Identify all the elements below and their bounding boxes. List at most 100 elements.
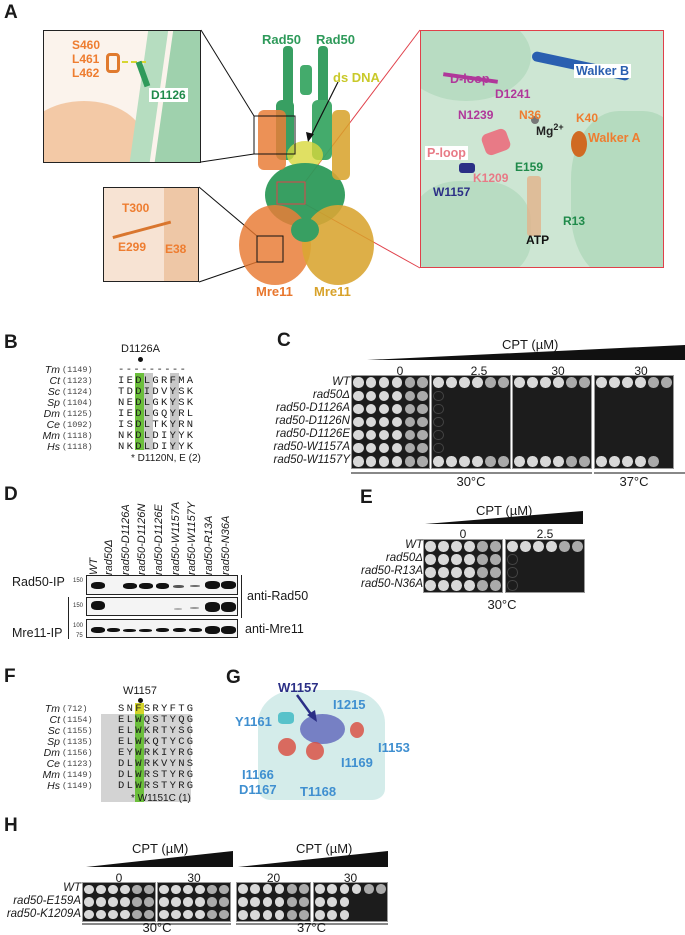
yeast-spot xyxy=(438,554,449,565)
yeast-spot xyxy=(609,377,620,388)
yeast-spot xyxy=(433,390,444,401)
h-temp-37: 37°C xyxy=(296,920,327,935)
yeast-spot xyxy=(120,909,130,920)
d1241-label: D1241 xyxy=(495,87,531,101)
yeast-spot xyxy=(378,403,390,414)
yeast-spot xyxy=(238,897,248,907)
yeast-spot xyxy=(353,390,364,401)
yeast-spot xyxy=(207,909,217,920)
inset1-d1126-label: D1126 xyxy=(149,88,188,102)
n1239-label: N1239 xyxy=(458,108,494,122)
yeast-spot xyxy=(635,377,646,388)
d-anti-rad50-bracket xyxy=(241,575,242,618)
yeast-spot xyxy=(378,456,390,467)
c-conc-label: 0 xyxy=(396,364,404,378)
zoom-connector-lines xyxy=(198,29,421,285)
yeast-spot xyxy=(472,456,483,467)
yeast-spot xyxy=(327,897,338,907)
yeast-spot xyxy=(635,456,646,467)
g-i1166-label: I1166 xyxy=(242,767,274,782)
yeast-spot xyxy=(132,884,142,895)
c-temp-37: 37°C xyxy=(619,474,649,489)
yeast-spot xyxy=(108,909,118,920)
h-conc-label: 30 xyxy=(187,871,201,885)
yeast-spot xyxy=(425,580,436,591)
yeast-spot xyxy=(391,443,403,454)
yeast-spot xyxy=(353,456,364,467)
yeast-spot xyxy=(433,429,444,441)
d-rad50-ip-label: Rad50-IP xyxy=(12,575,65,589)
yeast-spot xyxy=(299,884,309,895)
alignment-row: Ce(1092)ISDLTKYRN xyxy=(46,418,196,431)
yeast-spot xyxy=(425,554,436,565)
yeast-spot xyxy=(144,884,154,895)
walker-b-label: Walker B xyxy=(574,64,632,78)
alignment-row: Hs(1118)NKDLDIYYK xyxy=(47,440,196,453)
yeast-spot xyxy=(514,377,525,388)
inset2-t300-label: T300 xyxy=(122,201,150,215)
yeast-spot xyxy=(520,541,531,552)
inset2-e299-label: E299 xyxy=(118,240,147,254)
e159-label: E159 xyxy=(515,160,544,174)
yeast-spot xyxy=(378,390,390,401)
yeast-spot xyxy=(404,443,415,454)
yeast-spot xyxy=(391,456,403,467)
yeast-spot xyxy=(451,567,462,578)
alignment-row: Sc(1124)TDDIDVYSK xyxy=(47,385,196,398)
yeast-spot xyxy=(464,567,475,578)
yeast-spot xyxy=(159,884,169,895)
g-i1169-label: I1169 xyxy=(341,755,373,770)
yeast-spot xyxy=(339,897,350,907)
yeast-spot xyxy=(238,909,248,920)
panel-letter-d: D xyxy=(4,484,18,505)
d-mre11-ip-bracket xyxy=(68,597,69,639)
yeast-spot xyxy=(404,430,415,441)
yeast-spot xyxy=(477,580,488,591)
yeast-spot xyxy=(648,456,659,467)
yeast-spot xyxy=(132,909,142,920)
r13-label: R13 xyxy=(563,214,586,228)
alignment-row: Sp(1104)NEDLGKYSK xyxy=(47,396,196,409)
alignment-row: Tm(1149)--------- xyxy=(44,363,188,376)
c-conc-label: 2.5 xyxy=(470,364,488,378)
yeast-spot xyxy=(433,443,444,454)
g-t1168-label: T1168 xyxy=(300,784,337,799)
g-d1167-label: D1167 xyxy=(239,782,277,797)
yeast-spot xyxy=(315,909,325,920)
d-mw-150: 150 xyxy=(73,603,84,609)
w1157-label: W1157 xyxy=(433,185,471,199)
atp-label: ATP xyxy=(526,233,550,247)
yeast-spot xyxy=(404,456,415,467)
yeast-spot xyxy=(262,884,273,895)
d-mre11-ip-label: Mre11-IP xyxy=(12,626,63,640)
h-cpt-title-left: CPT (µM) xyxy=(132,841,189,856)
yeast-spot xyxy=(464,554,475,565)
yeast-spot xyxy=(472,377,483,388)
yeast-spot xyxy=(96,884,106,895)
e-temp-30: 30°C xyxy=(487,597,517,612)
yeast-spot xyxy=(286,909,297,920)
n36-label: N36 xyxy=(519,108,542,122)
h-conc-label: 30 xyxy=(343,871,358,885)
yeast-spot xyxy=(353,377,364,388)
yeast-spot xyxy=(391,390,403,401)
yeast-spot xyxy=(566,377,577,388)
h-cpt-title-right: CPT (µM) xyxy=(296,841,353,856)
h-concentration-wedge-left xyxy=(86,851,233,867)
yeast-spot xyxy=(378,443,390,454)
yeast-spot xyxy=(433,377,444,388)
yeast-spot xyxy=(417,377,428,388)
yeast-spot xyxy=(507,580,518,591)
yeast-spot xyxy=(404,377,415,388)
yeast-spot xyxy=(425,541,436,552)
f-mutation-dot xyxy=(138,698,143,703)
yeast-spot xyxy=(533,541,544,552)
h-concentration-wedge-right xyxy=(238,851,388,867)
yeast-spot xyxy=(219,884,229,895)
alignment-row: Dm(1125)IEDLGQYRL xyxy=(43,407,196,420)
yeast-spot xyxy=(159,897,169,907)
d-anti-mre11-label: anti-Mre11 xyxy=(245,622,304,636)
yeast-spot xyxy=(417,390,428,401)
yeast-spot xyxy=(391,416,403,428)
yeast-spot xyxy=(195,884,205,895)
